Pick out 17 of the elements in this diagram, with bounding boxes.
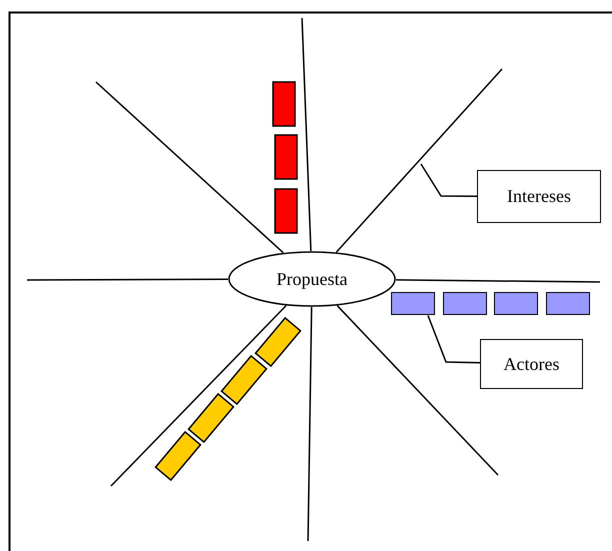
- spoke-line: [336, 305, 499, 476]
- bar: [443, 292, 487, 315]
- leader-line: [420, 164, 477, 197]
- node-label: Propuesta: [276, 268, 348, 290]
- spoke-line: [336, 68, 503, 253]
- spoke-line: [396, 279, 600, 283]
- spoke-line: [301, 18, 312, 252]
- leader-line: [427, 315, 480, 364]
- bar: [391, 292, 435, 315]
- bar: [494, 292, 538, 315]
- spoke-line: [110, 305, 287, 487]
- spoke-line: [27, 278, 228, 281]
- bar: [546, 292, 590, 315]
- spoke-line: [307, 306, 312, 542]
- label-box: Intereses: [477, 170, 601, 223]
- spoke-line: [96, 81, 284, 254]
- label-box: Actores: [480, 339, 583, 389]
